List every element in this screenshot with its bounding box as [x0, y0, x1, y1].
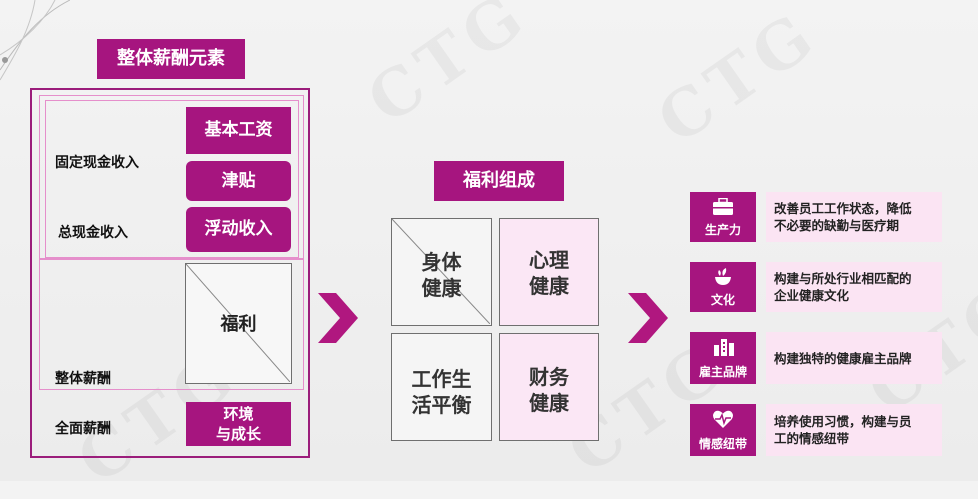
- tile-caption: 生产力: [704, 223, 741, 237]
- desc-line1: 构建独特的健康雇主品牌: [774, 350, 912, 366]
- cell-line1: 身体: [421, 250, 462, 274]
- desc-line1: 构建与所处行业相匹配的: [774, 271, 912, 286]
- employer-brand-tile: 雇主品牌: [690, 332, 756, 384]
- heart-pulse-icon: [713, 410, 733, 428]
- emotional-bond-tile: 情感纽带: [690, 404, 756, 456]
- watermark: CTG: [355, 0, 543, 139]
- base-salary-box: 基本工资: [186, 107, 291, 154]
- full-comp-label: 全面薪酬: [55, 421, 111, 437]
- employer-brand-description: 构建独特的健康雇主品牌: [766, 332, 942, 384]
- cell-line1: 心理: [529, 248, 569, 272]
- full-compensation-frame: [30, 88, 310, 458]
- financial-health-cell: 财务 健康: [499, 333, 599, 441]
- total-cash-label: 总现金收入: [58, 225, 128, 241]
- corner-decoration: [0, 0, 70, 81]
- welfare-components-title: 福利组成: [434, 161, 564, 201]
- physical-health-cell: 身体 健康: [391, 218, 492, 326]
- cell-line2: 健康: [421, 276, 462, 300]
- desc-line2: 不必要的缺勤与医疗期: [774, 218, 900, 233]
- welfare-box: 福利: [185, 263, 292, 384]
- culture-tile: 文化: [690, 262, 756, 312]
- desc-line2: 工的情感纽带: [774, 431, 850, 446]
- tile-caption: 情感纽带: [698, 437, 747, 451]
- total-comp-label: 整体薪酬: [55, 371, 111, 387]
- chevron-right-icon: [628, 293, 668, 343]
- variable-income-box: 浮动收入: [186, 207, 291, 252]
- tile-caption: 雇主品牌: [698, 365, 747, 379]
- emotional-bond-description: 培养使用习惯，构建与员工的情感纽带: [766, 404, 942, 456]
- watermark: CTG: [645, 0, 833, 159]
- cell-line1: 工作生: [411, 367, 472, 391]
- cell-line2: 健康: [529, 391, 569, 415]
- chevron-right-icon: [318, 293, 358, 343]
- work-life-balance-cell: 工作生 活平衡: [391, 333, 492, 441]
- productivity-tile: 生产力: [690, 192, 756, 242]
- allowance-box: 津贴: [186, 161, 291, 201]
- cell-line1: 财务: [529, 365, 569, 389]
- total-cash-frame: [45, 100, 299, 258]
- mental-health-cell: 心理 健康: [499, 218, 599, 326]
- total-compensation-title: 整体薪酬元素: [97, 39, 245, 79]
- desc-line2: 企业健康文化: [774, 288, 850, 303]
- building-icon: [714, 339, 734, 356]
- fixed-cash-label: 固定现金收入: [55, 155, 139, 171]
- desc-line1: 培养使用习惯，构建与员: [774, 414, 912, 429]
- culture-description: 构建与所处行业相匹配的企业健康文化: [766, 262, 942, 312]
- briefcase-icon: [713, 198, 733, 215]
- desc-line1: 改善员工工作状态，降低: [774, 201, 912, 216]
- productivity-description: 改善员工工作状态，降低不必要的缺勤与医疗期: [766, 192, 942, 242]
- environment-growth-box: 环境 与成长: [186, 402, 291, 446]
- divider: [39, 258, 304, 260]
- cell-line2: 活平衡: [411, 393, 472, 417]
- culture-icon: [715, 268, 731, 285]
- tile-caption: 文化: [710, 293, 735, 307]
- welfare-label: 福利: [220, 314, 257, 335]
- total-comp-frame: [39, 95, 304, 390]
- cell-line2: 健康: [529, 274, 569, 298]
